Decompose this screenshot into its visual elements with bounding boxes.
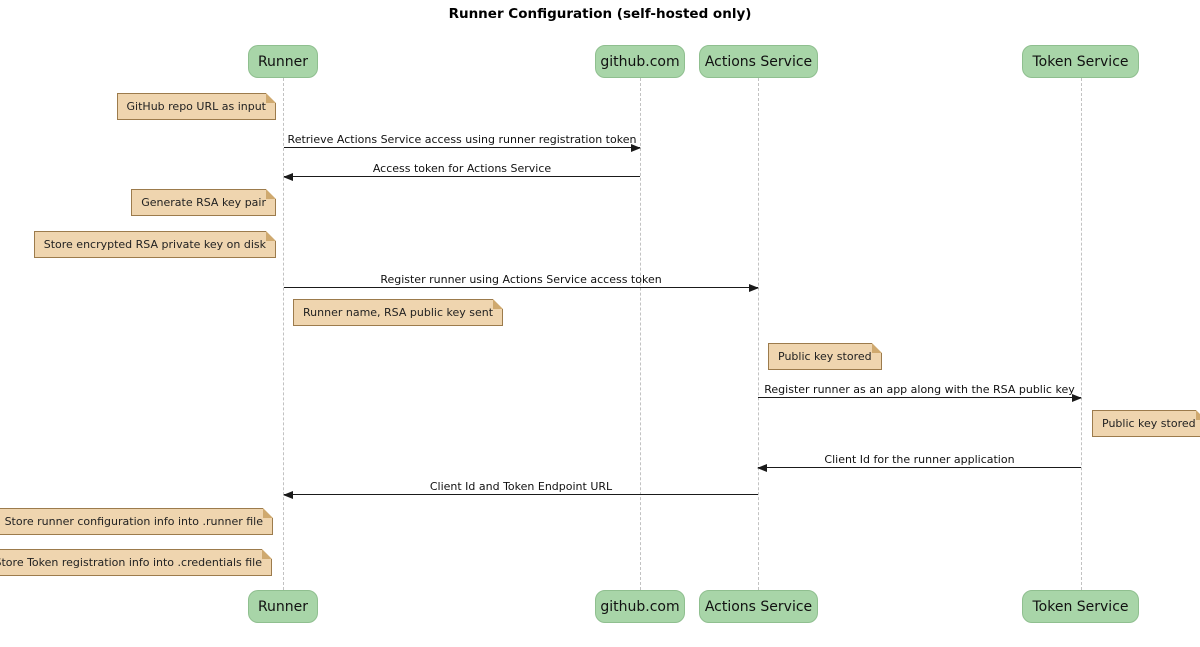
- note-store-credentials-file: Store Token registration info into .cred…: [0, 549, 273, 576]
- arrow-left-icon: [283, 172, 640, 181]
- message-label: Register runner as an app along with the…: [764, 383, 1075, 396]
- participant-runner-top: Runner: [248, 45, 318, 78]
- lifeline-runner: [283, 78, 284, 590]
- participant-actions-service-bottom: Actions Service: [699, 590, 818, 623]
- note-runner-name-sent: Runner name, RSA public key sent: [293, 299, 504, 326]
- participant-token-service-top: Token Service: [1022, 45, 1139, 78]
- message-label: Client Id and Token Endpoint URL: [429, 480, 613, 493]
- participant-github-bottom: github.com: [595, 590, 685, 623]
- message-register-runner-app: Register runner as an app along with the…: [758, 383, 1082, 402]
- participant-actions-service-top: Actions Service: [699, 45, 818, 78]
- message-label: Client Id for the runner application: [824, 453, 1015, 466]
- note-store-runner-file: Store runner configuration info into .ru…: [0, 508, 274, 535]
- arrow-right-icon: [284, 143, 641, 152]
- note-public-key-stored-token: Public key stored: [1092, 410, 1200, 437]
- arrow-left-icon: [757, 463, 1081, 472]
- message-retrieve-actions-access: Retrieve Actions Service access using ru…: [284, 133, 641, 152]
- message-client-id: Client Id for the runner application: [757, 453, 1081, 472]
- message-register-runner: Register runner using Actions Service ac…: [284, 273, 759, 292]
- note-generate-rsa: Generate RSA key pair: [131, 189, 276, 216]
- arrow-left-icon: [283, 490, 758, 499]
- message-label: Access token for Actions Service: [372, 162, 552, 175]
- diagram-title: Runner Configuration (self-hosted only): [448, 6, 752, 22]
- arrow-right-icon: [758, 393, 1082, 402]
- lifeline-github: [640, 78, 641, 590]
- message-label: Retrieve Actions Service access using ru…: [287, 133, 637, 146]
- participant-token-service-bottom: Token Service: [1022, 590, 1139, 623]
- participant-runner-bottom: Runner: [248, 590, 318, 623]
- message-label: Register runner using Actions Service ac…: [380, 273, 662, 286]
- note-public-key-stored-actions: Public key stored: [768, 343, 882, 370]
- participant-github-top: github.com: [595, 45, 685, 78]
- lifeline-token-service: [1081, 78, 1082, 590]
- lifeline-actions-service: [758, 78, 759, 590]
- note-github-repo-url: GitHub repo URL as input: [116, 93, 277, 120]
- message-access-token: Access token for Actions Service: [283, 162, 640, 181]
- note-store-private-key: Store encrypted RSA private key on disk: [33, 231, 277, 258]
- arrow-right-icon: [284, 283, 759, 292]
- message-client-id-endpoint: Client Id and Token Endpoint URL: [283, 480, 758, 499]
